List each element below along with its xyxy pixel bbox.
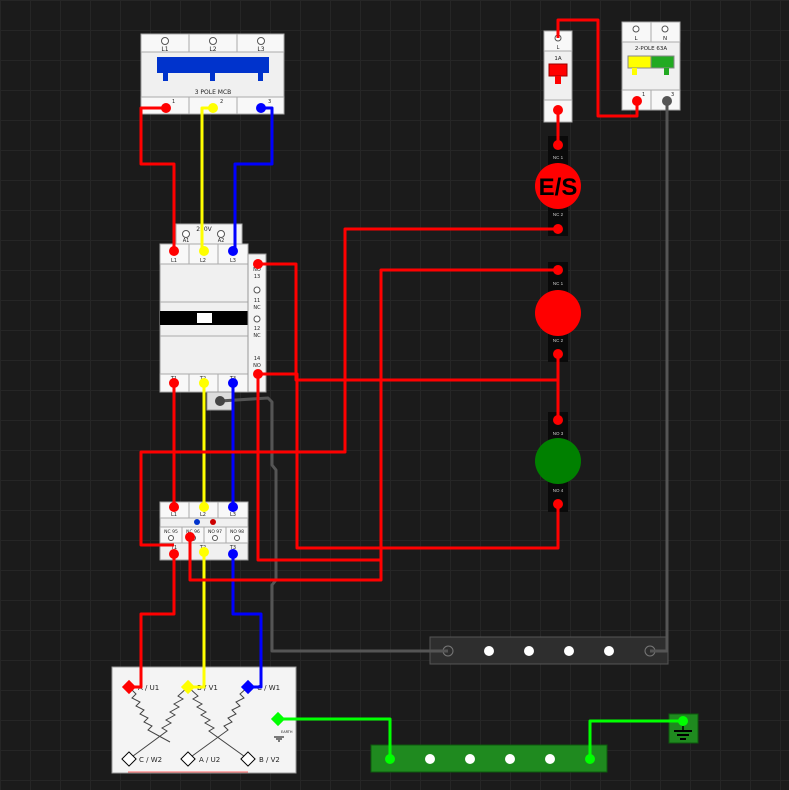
contactor-aux-no-a: NO <box>253 267 261 273</box>
emergency-stop-label: E/S <box>539 174 578 201</box>
mcb1a-rating: 1A <box>554 56 561 62</box>
mcb2p-title: 2-POLE 63A <box>635 46 667 52</box>
contactor-coil-block <box>175 223 243 245</box>
overload-aux-98: NO 98 <box>230 529 244 535</box>
three-pole-mcb[interactable]: L1 L2 L3 3 POLE MCB 1 2 3 <box>140 33 285 115</box>
mcb3-top-l2: L2 <box>209 46 216 53</box>
overload-test-button[interactable] <box>194 519 200 525</box>
mcb3-top-l1: L1 <box>161 46 168 53</box>
mcb3-bottom-1: 1 <box>172 99 175 105</box>
contactor-coil-a2: A2 <box>218 238 225 244</box>
overload-bottom-t1: T1 <box>170 545 177 551</box>
overload-aux-96: NC 96 <box>186 529 200 535</box>
terminal-points[interactable] <box>121 96 672 767</box>
motor-top-w1: C / W1 <box>257 684 280 692</box>
contactor-aux-14: 14 <box>254 356 260 362</box>
contactor-aux-13: 13 <box>254 274 260 280</box>
mcb2p-terminal-l: L <box>634 36 638 42</box>
mcb3-bottom-3: 3 <box>268 99 271 105</box>
estop-contact-top: NC 1 <box>553 155 564 160</box>
contactor-top-l3: L3 <box>230 258 236 264</box>
stop-contact-top: NC 1 <box>553 281 564 286</box>
stop-button-cap[interactable] <box>535 290 581 336</box>
start-contact-bottom: NO 4 <box>553 488 564 493</box>
mcb1a-top-label: L <box>557 45 560 51</box>
overload-top-l3: L3 <box>230 512 236 518</box>
stop-button[interactable]: NC 1 NC 2 <box>535 281 581 343</box>
motor-bottom-u2: A / U2 <box>199 756 220 764</box>
overload-reset-button[interactable] <box>210 519 216 525</box>
overload-bottom-t3: T3 <box>229 545 236 551</box>
motor-earth-label: EARTH <box>281 730 293 734</box>
earth-bar <box>370 744 608 773</box>
estop-contact-bottom: NC 2 <box>553 212 564 217</box>
stop-contact-bottom: NC 2 <box>553 338 564 343</box>
overload-top-l2: L2 <box>200 512 206 518</box>
mcb3-title: 3 POLE MCB <box>195 89 232 96</box>
mcb3-bottom-2: 2 <box>220 99 223 105</box>
mcb3-top-l3: L3 <box>257 46 264 53</box>
contactor-top-l2: L2 <box>200 258 206 264</box>
contactor-aux-12: 12 <box>254 326 260 332</box>
motor-top-u1: A / U1 <box>138 684 159 692</box>
mcb2p-toggle-n[interactable] <box>650 55 675 69</box>
mcb2p-toggle-l[interactable] <box>627 55 652 69</box>
contactor-indicator <box>197 313 212 323</box>
contactor-aux-11: 11 <box>254 298 260 304</box>
contactor-coil-voltage: 230V <box>196 226 212 233</box>
contactor-top-l1: L1 <box>171 258 177 264</box>
main-mcb-2pole[interactable]: L N 2-POLE 63A 1 3 <box>621 21 681 111</box>
contactor-aux-no-b: NO <box>253 363 261 369</box>
mcb2p-bottom-3: 3 <box>671 92 674 98</box>
mcb1a-toggle[interactable] <box>548 63 568 77</box>
emergency-stop-button[interactable]: E/S NC 1 NC 2 <box>535 155 581 217</box>
start-contact-top: NO 3 <box>553 431 564 436</box>
overload-top-l1: L1 <box>171 512 177 518</box>
earth-symbol-icon <box>668 713 699 744</box>
mcb2p-terminal-n: N <box>663 36 667 42</box>
overload-aux-97: NO 97 <box>208 529 222 535</box>
motor-bottom-v2: B / V2 <box>259 756 280 764</box>
mcb2p-bottom-1: 1 <box>642 92 645 98</box>
contactor-aux-nc-a: NC <box>253 305 261 311</box>
neutral-bar <box>429 636 669 665</box>
start-button[interactable]: NO 3 NO 4 <box>535 431 581 493</box>
motor-top-v1: B / V1 <box>197 684 218 692</box>
start-button-cap[interactable] <box>535 438 581 484</box>
contactor-aux-nc-b: NC <box>253 333 261 339</box>
mcb3-toggle-bar[interactable] <box>157 57 269 73</box>
emergency-stop-cap[interactable] <box>535 163 581 209</box>
motor-bottom-w2: C / W2 <box>139 756 162 764</box>
contactor-coil-a1: A1 <box>183 238 190 244</box>
overload-aux-95: NC 95 <box>164 529 178 535</box>
